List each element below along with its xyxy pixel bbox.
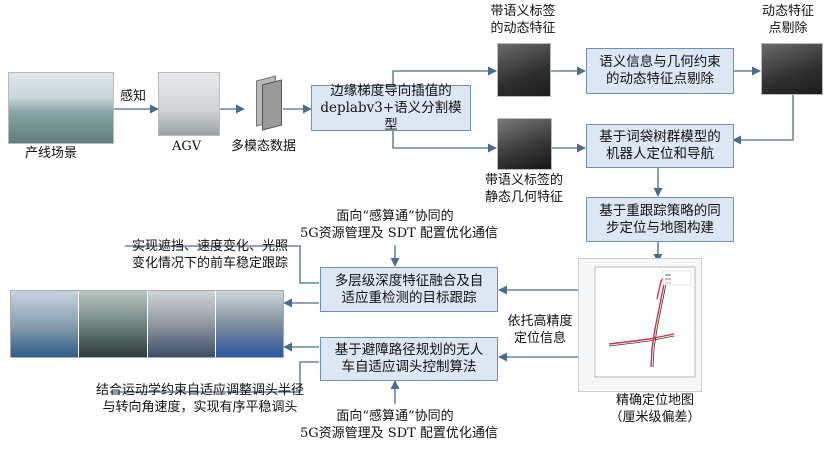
trajectory-plot-svg [594,266,696,378]
agv-fleet-photo-strip [10,290,284,358]
fleet-photo-3 [147,291,216,357]
segmentation-model-box: 边缘梯度导向插值的 deplabv3+语义分割模型 [311,82,471,133]
arrow-removed-to-bow [732,94,794,145]
multimodal-icon [244,75,284,134]
fleet-photo-2 [79,291,148,357]
fleet-photo-4 [215,291,283,357]
bow-localization-box: 基于词袋树群模型的 机器人定位和导航 [586,124,734,168]
bow-line-2: 机器人定位和导航 [606,146,714,162]
bow-line-1: 基于词袋树群模型的 [599,129,721,145]
slam-line-2: 步定位与地图构建 [606,219,714,236]
dynamic-feature-line-1: 带语义标签 [490,4,556,19]
arrow-seg-to-dynamic [392,66,497,85]
static-feature-label: 带语义标签的 静态几何特征 [474,172,574,206]
removed-line-1: 动态特征 [761,4,814,19]
tracking-note-line-1: 实现遮挡、速度变化、光照 [131,239,288,254]
removal-line-2: 的动态特征点剔除 [606,71,714,87]
comm-bottom-line-2: 5G资源管理及 SDT 配置优化通信 [300,426,498,441]
fleet-photo-1 [11,291,80,357]
control-note-label: 结合运动学约束自适应调整调头半径 与转向角速度，实现有序平稳调头 [80,382,320,416]
dynamic-feature-label: 带语义标签 的动态特征 [485,3,561,37]
precision-line-2: 定位信息 [513,331,566,346]
dynamic-feature-photo [497,43,551,97]
static-feature-line-1: 带语义标签的 [484,173,563,188]
target-tracking-box: 多层级深度特征融合及自 适应重检测的目标跟踪 [320,267,498,312]
scene-label: 产线场景 [25,146,78,161]
comm-top-line-2: 5G资源管理及 SDT 配置优化通信 [300,226,498,241]
map-line-2: （厘米级偏差） [609,410,701,425]
agv-label: AGV [172,139,202,154]
comm-top-line-1: 面向“感算通”协同的 [336,209,454,224]
control-note-line-1: 结合运动学约束自适应调整调头半径 [95,383,304,398]
static-feature-photo [497,118,552,170]
segmentation-line-1: 边缘梯度导向插值的 [330,82,452,99]
agv-photo [158,72,220,136]
removal-line-1: 语义信息与几何约束 [599,54,721,70]
removed-line-2: 点剔除 [768,21,808,36]
precision-info-label: 依托高精度 定位信息 [500,313,580,347]
arrow-seg-to-static [392,131,497,153]
tracking-line-2: 适应重检测的目标跟踪 [341,289,477,306]
removed-feature-label: 动态特征 点剔除 [755,3,821,37]
comm-bottom-line-1: 面向“感算通”协同的 [336,409,454,424]
tracking-line-1: 多层级深度特征融合及自 [334,272,484,289]
multimodal-label: 多模态数据 [231,139,297,154]
control-note-line-2: 与转向角速度，实现有序平稳调头 [102,400,298,415]
uturn-control-box: 基于避障路径规划的无人 车自适应调头控制算法 [320,337,498,381]
control-line-2: 车自适应调头控制算法 [341,359,477,375]
dynamic-feature-line-2: 的动态特征 [490,21,556,36]
arrow-tracking-to-strip [125,245,319,284]
segmentation-line-2: deplabv3+语义分割模型 [320,99,462,133]
arrow-control-to-strip [110,361,319,393]
slam-line-1: 基于重跟踪策略的同 [599,202,721,219]
static-feature-line-2: 静态几何特征 [484,190,563,205]
comm-bottom-label: 面向“感算通”协同的 5G资源管理及 SDT 配置优化通信 [300,408,498,442]
comm-top-label: 面向“感算通”协同的 5G资源管理及 SDT 配置优化通信 [300,208,498,242]
control-line-1: 基于避障路径规划的无人 [334,342,484,358]
tracking-note-line-2: 变化情况下的前车稳定跟踪 [131,256,288,271]
map-line-1: 精确定位地图 [615,393,694,408]
dynamic-removal-box: 语义信息与几何约束 的动态特征点剔除 [586,48,734,94]
precision-line-1: 依托高精度 [507,314,573,329]
perception-label: 感知 [120,89,147,104]
slam-box: 基于重跟踪策略的同 步定位与地图构建 [586,197,734,242]
factory-scene-photo [8,72,114,144]
tracking-note-label: 实现遮挡、速度变化、光照 变化情况下的前车稳定跟踪 [120,238,300,272]
trajectory-map-plot [578,258,702,392]
precise-map-label: 精确定位地图 （厘米级偏差） [600,392,710,426]
removed-feature-photo [761,43,823,95]
